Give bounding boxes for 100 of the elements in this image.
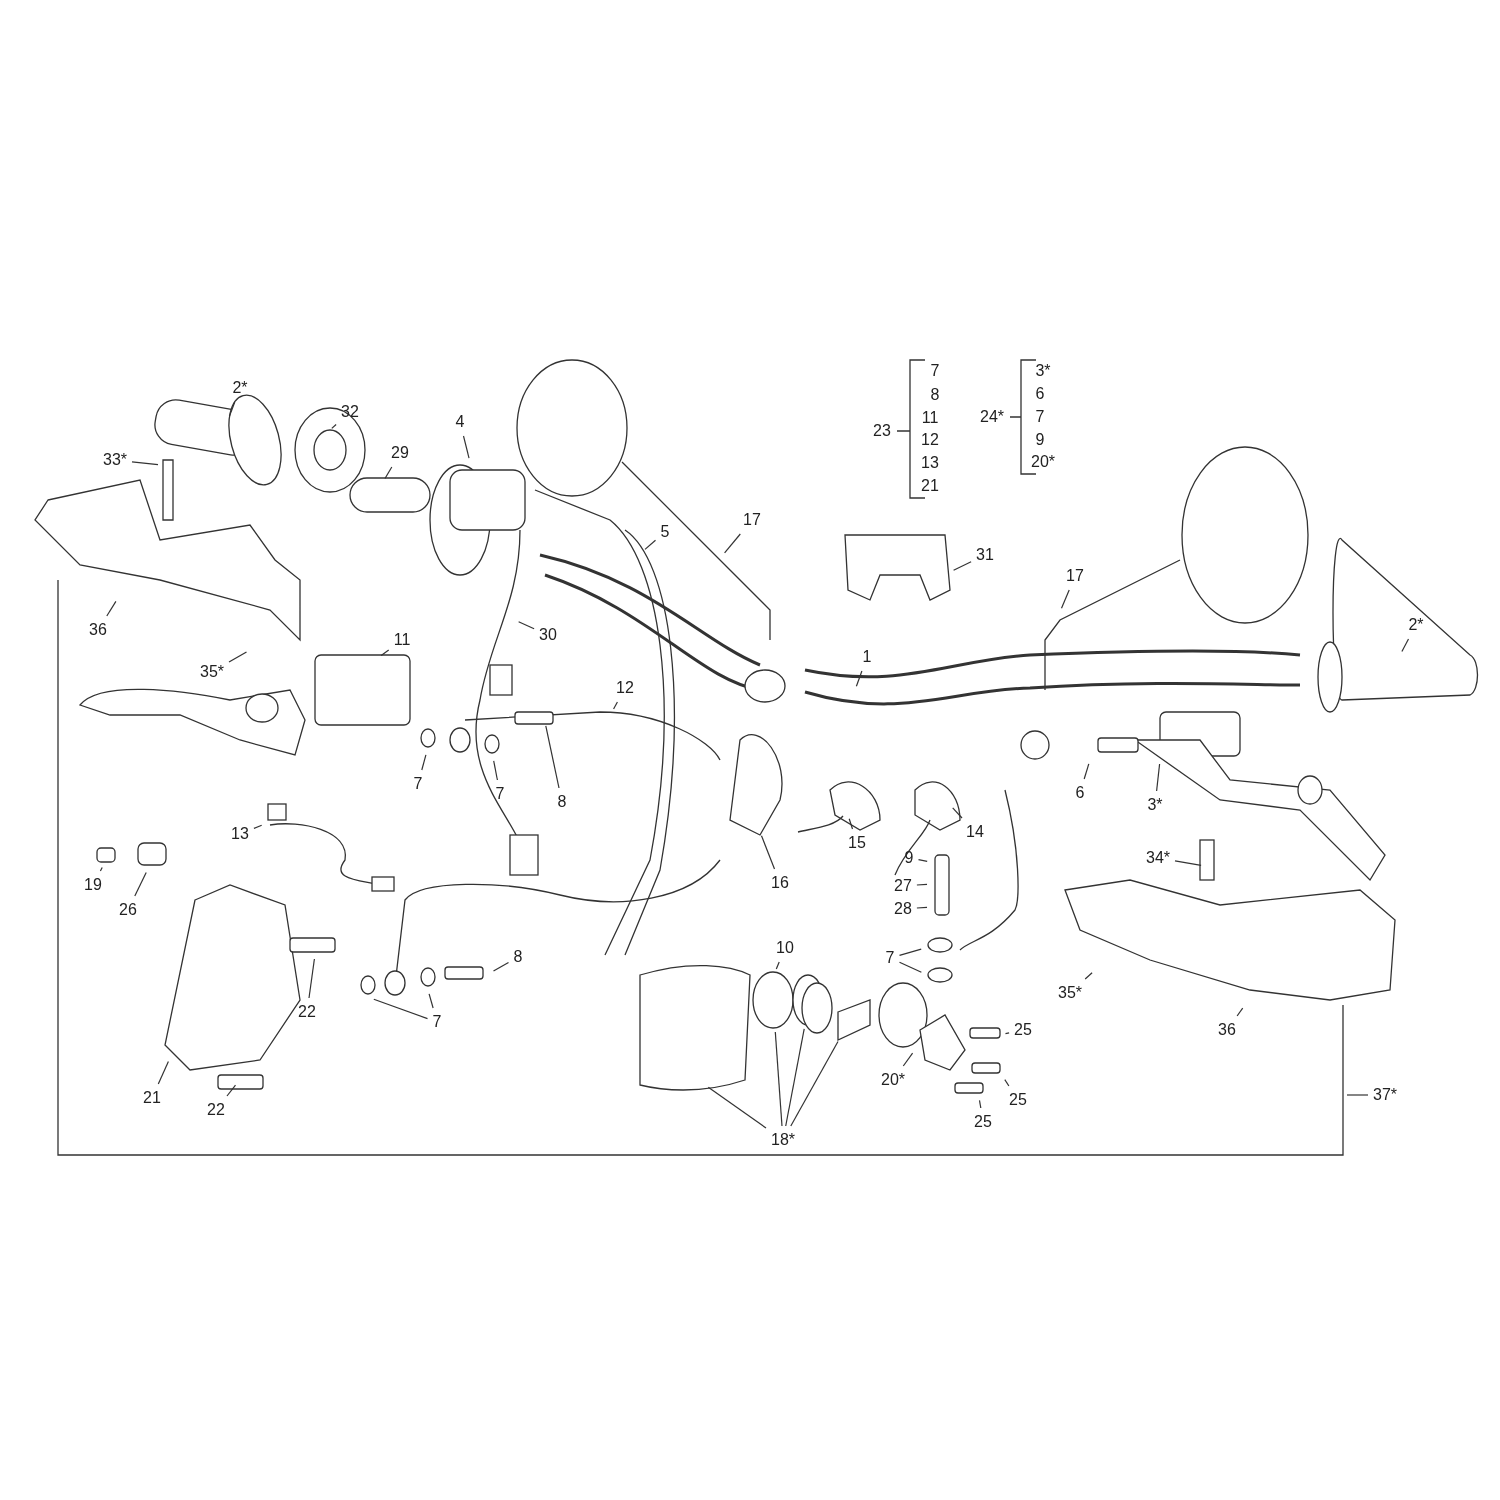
callout-number: 16 bbox=[771, 874, 789, 892]
callout-number: 31 bbox=[976, 546, 994, 564]
leader-line bbox=[99, 866, 103, 872]
callout-number: 15 bbox=[848, 834, 866, 852]
callout-number: 3* bbox=[1147, 796, 1163, 814]
leader-line bbox=[855, 670, 863, 687]
callout-number: 17 bbox=[743, 511, 761, 529]
callout-number: 18* bbox=[771, 1131, 795, 1149]
leader-line bbox=[228, 651, 248, 663]
leader-line bbox=[384, 466, 393, 480]
leader-line bbox=[228, 401, 236, 417]
leader-line bbox=[916, 883, 928, 886]
part-list-number: 13 bbox=[921, 454, 939, 472]
callout-number: 14 bbox=[966, 823, 984, 841]
callout-number: 36 bbox=[1218, 1021, 1236, 1039]
callout-number: 37* bbox=[1373, 1086, 1397, 1104]
leader-line bbox=[380, 649, 390, 657]
part-list-number: 6 bbox=[1035, 385, 1045, 403]
leader-line bbox=[462, 435, 470, 459]
leader-line bbox=[724, 533, 741, 554]
leader-line bbox=[1236, 1007, 1244, 1017]
callout-number: 17 bbox=[1066, 567, 1084, 585]
leader-line bbox=[774, 1031, 783, 1127]
callout-number: 13 bbox=[231, 825, 249, 843]
callout-number: 26 bbox=[119, 901, 137, 919]
part-list-number: 12 bbox=[921, 431, 939, 449]
part-list-number: 11 bbox=[921, 409, 939, 427]
callout-number: 27 bbox=[894, 877, 912, 895]
leader-line bbox=[1084, 972, 1093, 980]
callout-number: 32 bbox=[341, 403, 359, 421]
leader-line bbox=[518, 621, 535, 630]
leader-line bbox=[848, 818, 854, 830]
callout-number: 2* bbox=[1408, 616, 1424, 634]
callout-number: 36 bbox=[89, 621, 107, 639]
callout-number: 28 bbox=[894, 900, 912, 918]
leader-line bbox=[613, 701, 618, 710]
leader-line bbox=[898, 961, 922, 973]
callout-number: 1 bbox=[862, 648, 872, 666]
leader-line bbox=[493, 760, 498, 781]
leader-line bbox=[644, 539, 657, 550]
callout-number: 30 bbox=[539, 626, 557, 644]
callout-number: 6 bbox=[1075, 784, 1085, 802]
leader-line bbox=[308, 958, 315, 999]
leader-line bbox=[760, 835, 776, 870]
leader-line bbox=[421, 754, 427, 771]
leader-line bbox=[1004, 1032, 1010, 1035]
callout-number: 25 bbox=[1009, 1091, 1027, 1109]
leader-line bbox=[331, 423, 337, 429]
leader-line bbox=[492, 961, 510, 972]
leader-line bbox=[902, 1052, 914, 1067]
leader-line bbox=[1083, 763, 1090, 780]
leader-line bbox=[428, 993, 434, 1009]
callout-number: 9 bbox=[904, 849, 914, 867]
leader-line bbox=[785, 1028, 805, 1127]
callout-number: 12 bbox=[616, 679, 634, 697]
part-list-number: 7 bbox=[1035, 408, 1045, 426]
leader-line bbox=[1004, 1079, 1010, 1087]
leader-line bbox=[1346, 1094, 1369, 1096]
callout-number: 22 bbox=[298, 1003, 316, 1021]
group-number: 24* bbox=[980, 408, 1004, 426]
leader-line bbox=[953, 561, 972, 571]
callout-number: 4 bbox=[455, 413, 465, 431]
callout-number: 7 bbox=[413, 775, 423, 793]
callout-number: 25 bbox=[974, 1113, 992, 1131]
callout-number: 8 bbox=[513, 948, 523, 966]
callout-number: 22 bbox=[207, 1101, 225, 1119]
leader-line bbox=[1401, 638, 1410, 653]
callout-number: 25 bbox=[1014, 1021, 1032, 1039]
leader-line bbox=[917, 859, 928, 862]
callout-number: 20* bbox=[881, 1071, 905, 1089]
leader-line bbox=[1156, 763, 1161, 792]
leader-line bbox=[131, 461, 159, 466]
callout-number: 8 bbox=[557, 793, 567, 811]
callout-number: 7 bbox=[495, 785, 505, 803]
leader-line bbox=[1174, 860, 1202, 866]
leader-line bbox=[157, 1061, 169, 1085]
leader-line bbox=[916, 906, 928, 909]
leader-line bbox=[978, 1099, 982, 1109]
group-number: 23 bbox=[873, 422, 891, 440]
leader-line bbox=[707, 1086, 767, 1129]
leader-line bbox=[253, 824, 263, 829]
leader-line bbox=[545, 725, 560, 789]
leader-line bbox=[775, 961, 780, 970]
part-list-number: 8 bbox=[930, 386, 940, 404]
callout-number: 34* bbox=[1146, 849, 1170, 867]
leader-line bbox=[106, 600, 117, 617]
callout-number: 35* bbox=[200, 663, 224, 681]
leader-line bbox=[952, 807, 963, 819]
callout-number: 19 bbox=[84, 876, 102, 894]
part-list-number: 21 bbox=[921, 477, 939, 495]
callout-number: 11 bbox=[393, 631, 411, 649]
callout-number: 5 bbox=[660, 523, 670, 541]
part-list-number: 9 bbox=[1035, 431, 1045, 449]
callout-number: 2* bbox=[232, 379, 248, 397]
callout-number: 7 bbox=[432, 1013, 442, 1031]
callout-number: 35* bbox=[1058, 984, 1082, 1002]
leader-line bbox=[790, 1040, 839, 1127]
callout-number: 21 bbox=[143, 1089, 161, 1107]
leader-line bbox=[1060, 589, 1070, 609]
callout-number: 10 bbox=[776, 939, 794, 957]
